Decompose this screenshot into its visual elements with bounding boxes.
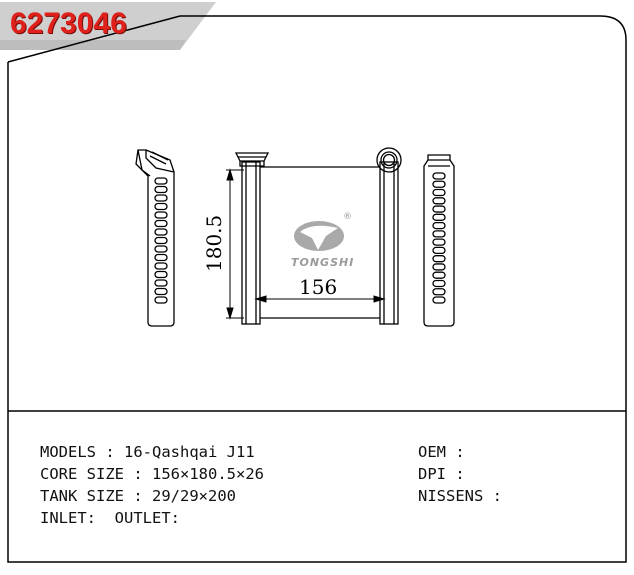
oem-row: OEM : — [418, 443, 474, 461]
tank-size-row: TANK SIZE : 29/29×200 — [40, 487, 236, 505]
tongshi-logo: ® TONGSHI — [291, 212, 354, 269]
dimension-lines — [226, 168, 386, 320]
tube-slot — [432, 246, 446, 255]
tube-slot — [154, 202, 168, 211]
tube-slot — [432, 238, 446, 246]
specs-block: MODELS : 16-Qashqai J11 CORE SIZE : 156×… — [40, 441, 264, 529]
outlet-label: OUTLET: — [114, 509, 180, 527]
tube-slot — [432, 221, 446, 230]
models-row: MODELS : 16-Qashqai J11 — [40, 443, 255, 461]
part-label-banner-shade — [0, 40, 186, 50]
tube-slot — [432, 197, 446, 205]
tube-slot — [154, 287, 168, 296]
tube-slot — [432, 279, 446, 288]
height-dimension: 180.5 — [202, 215, 226, 272]
tube-slot — [154, 245, 168, 253]
tube-slot — [432, 263, 446, 271]
dpi-row: DPI : — [418, 465, 474, 483]
tube-slot — [154, 228, 168, 236]
core-size-row: CORE SIZE : 156×180.5×26 — [40, 465, 264, 483]
tube-slot — [154, 270, 168, 279]
side-view-left — [135, 149, 175, 327]
tube-slot — [154, 211, 168, 219]
tube-slot — [154, 185, 168, 194]
tube-slot — [432, 180, 446, 188]
tube-slot — [154, 253, 168, 262]
tank-size-value: 29/29×200 — [152, 487, 236, 505]
models-label: MODELS — [40, 443, 96, 461]
tube-slot — [432, 271, 446, 279]
tube-slot — [432, 230, 446, 238]
tube-slot — [432, 296, 446, 304]
part-number: 6273046 — [10, 7, 127, 40]
tube-slot — [154, 262, 168, 270]
tube-slot — [154, 219, 168, 228]
tube-slot — [154, 296, 168, 304]
tank-size-label: TANK SIZE — [40, 487, 124, 505]
width-dimension: 156 — [299, 275, 337, 299]
tube-slot — [154, 194, 168, 202]
tube-slot — [154, 279, 168, 287]
outer-border — [7, 15, 627, 563]
core-size-label: CORE SIZE — [40, 465, 124, 483]
reference-block: OEM : DPI : NISSENS : — [418, 441, 511, 507]
models-value: 16-Qashqai J11 — [124, 443, 255, 461]
dpi-label: DPI — [418, 465, 446, 483]
core-size-value: 156×180.5×26 — [152, 465, 264, 483]
tube-slot — [432, 255, 446, 263]
part-label-banner — [0, 2, 216, 50]
side-view-right — [423, 154, 455, 327]
tube-slot — [432, 213, 446, 221]
registered-mark: ® — [343, 212, 352, 222]
tube-slot — [432, 205, 446, 213]
tube-slot — [154, 177, 168, 185]
tube-slot — [154, 236, 168, 245]
oem-label: OEM — [418, 443, 446, 461]
logo-text: TONGSHI — [291, 256, 354, 269]
tube-slot — [432, 188, 446, 197]
front-view — [234, 147, 402, 325]
inlet-label: INLET: — [40, 509, 96, 527]
tube-slot — [432, 288, 446, 296]
nissens-row: NISSENS : — [418, 487, 512, 505]
inlet-outlet-row: INLET: OUTLET: — [40, 507, 264, 529]
nissens-label: NISSENS — [418, 487, 484, 505]
tube-slot — [432, 172, 446, 180]
